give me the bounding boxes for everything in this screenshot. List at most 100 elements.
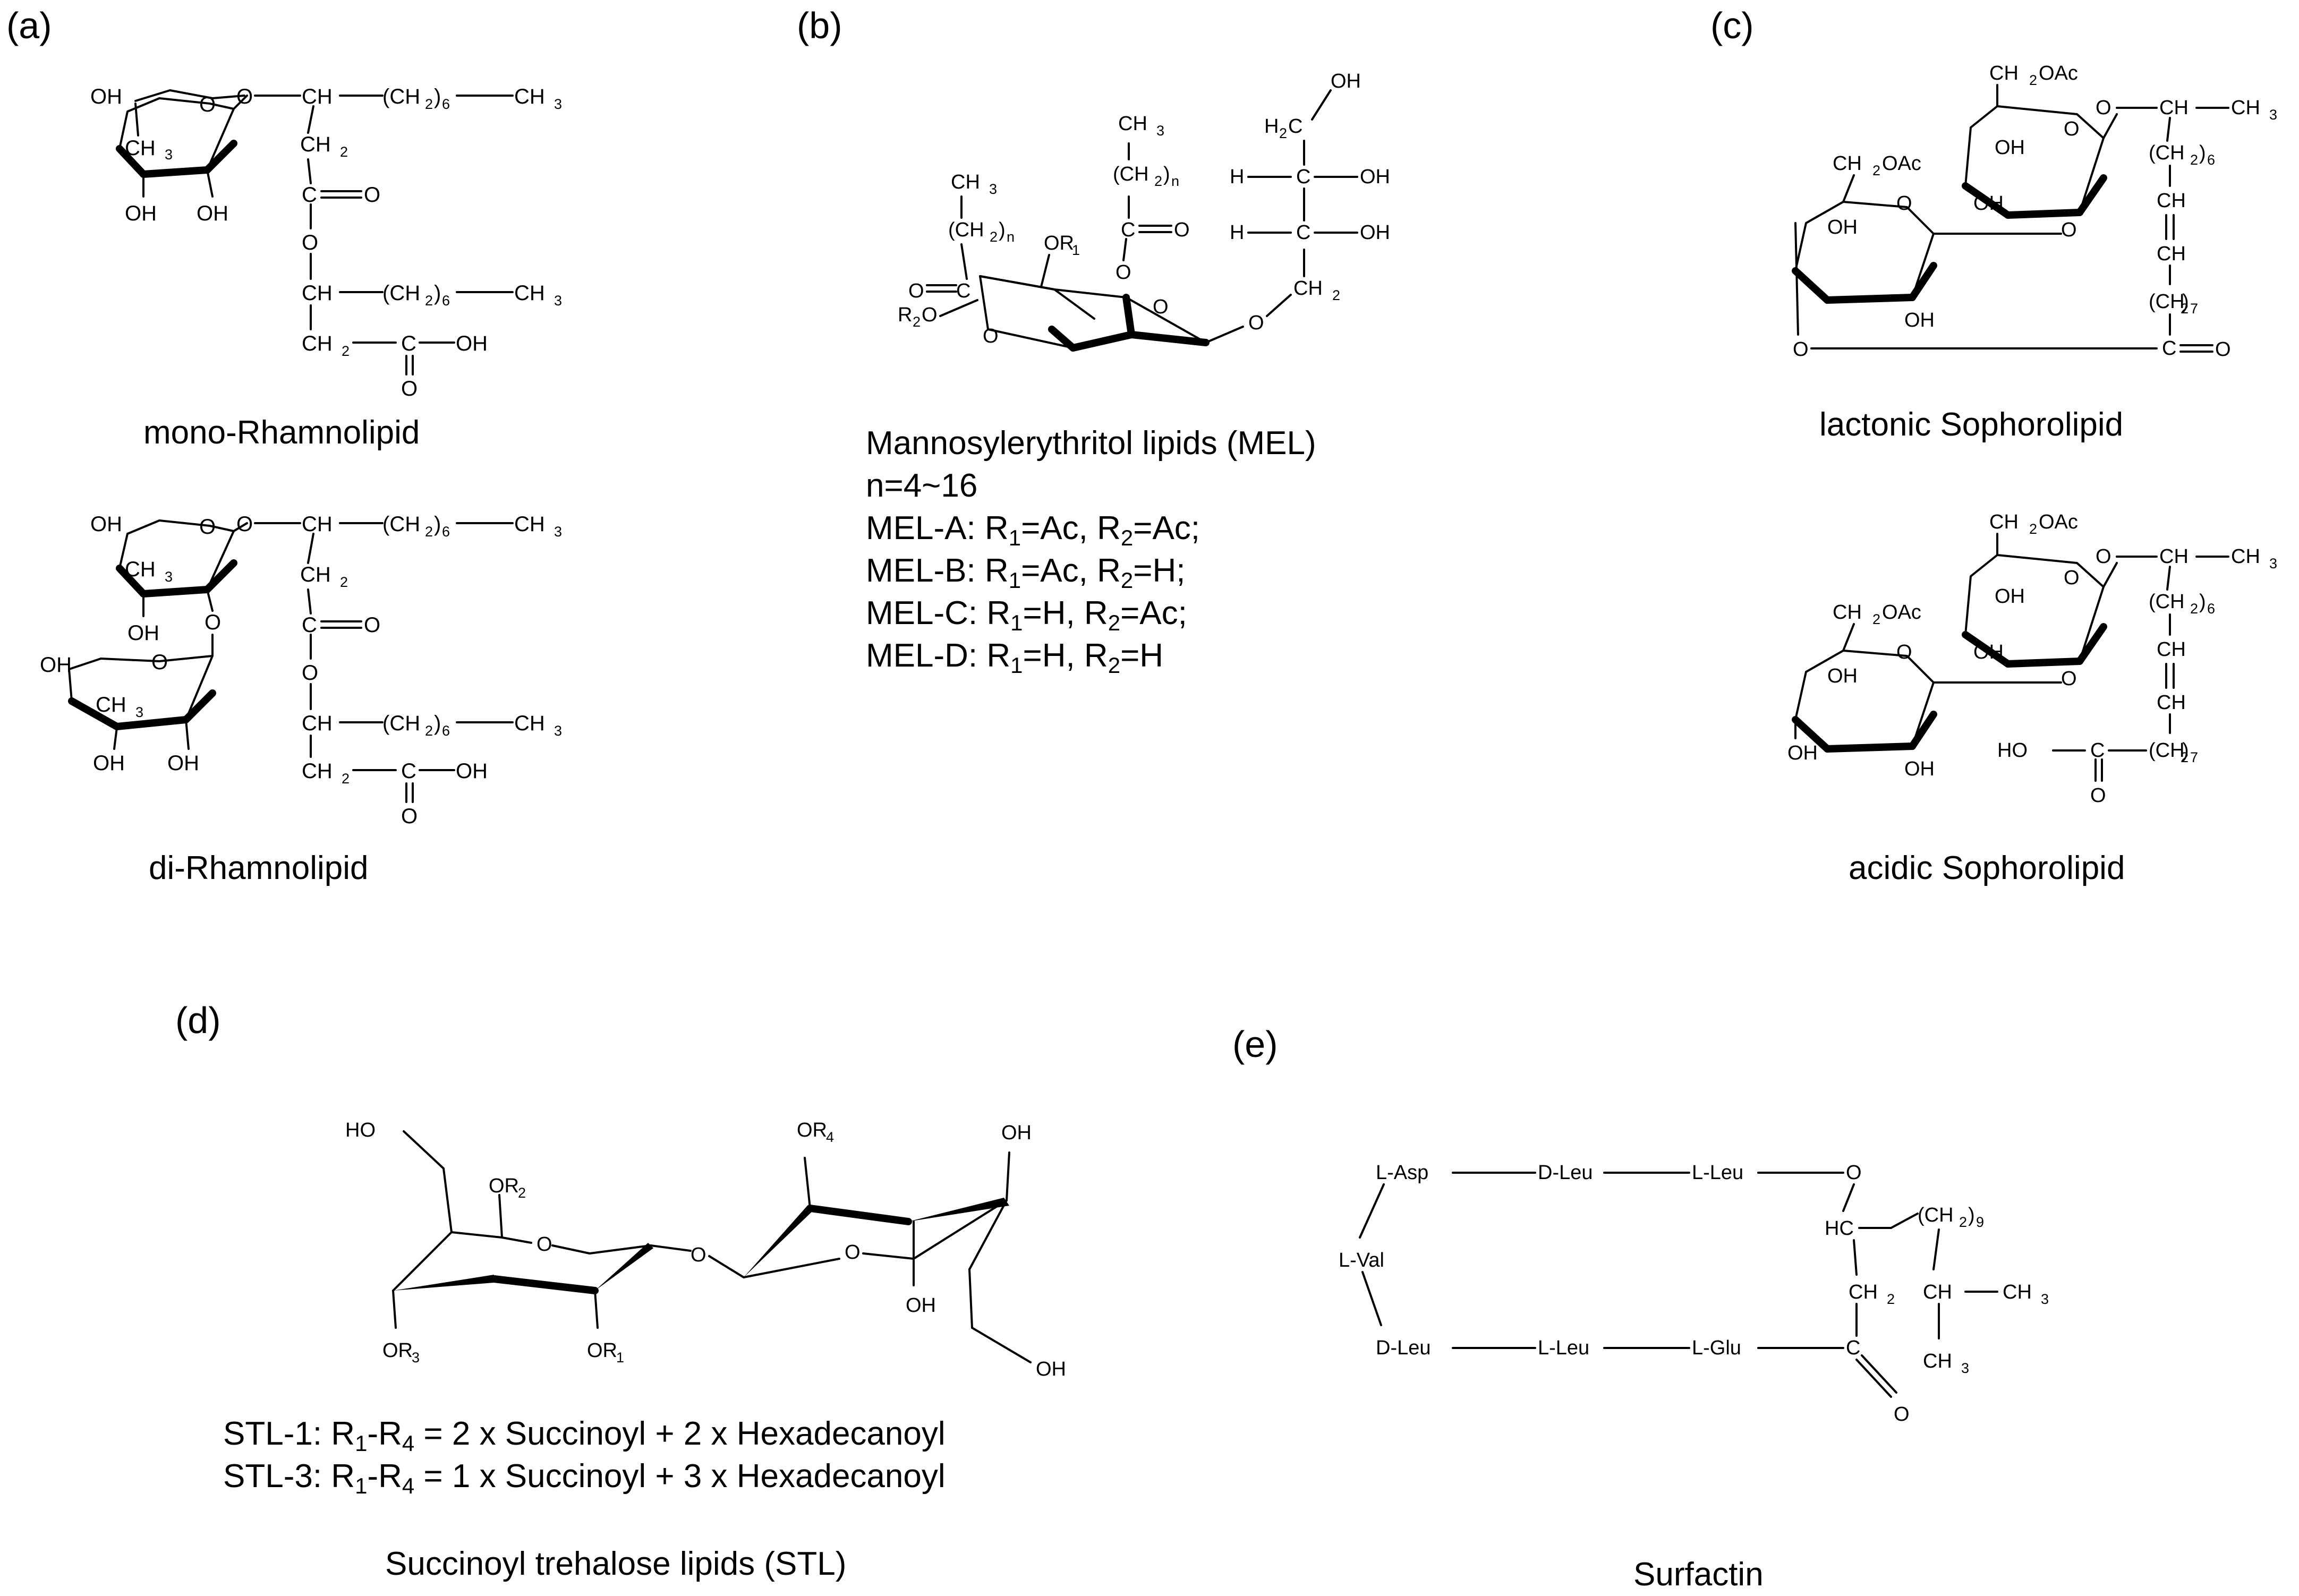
svg-text:O: O — [2215, 338, 2231, 361]
svg-text:C: C — [302, 613, 317, 637]
svg-text:H: H — [1230, 166, 1244, 188]
residue-l-leu-bot: L-Leu — [1538, 1337, 1589, 1359]
svg-text:3: 3 — [165, 147, 173, 163]
svg-text:CH: CH — [1923, 1350, 1952, 1372]
svg-text:O: O — [922, 304, 938, 326]
svg-text:2: 2 — [425, 723, 433, 739]
svg-text:OH: OH — [456, 759, 488, 783]
svg-text:C: C — [1296, 221, 1310, 244]
svg-text:): ) — [434, 513, 441, 536]
svg-text:C: C — [956, 280, 970, 302]
svg-text:CH: CH — [125, 136, 156, 160]
svg-text:OH: OH — [1995, 585, 2025, 608]
svg-text:OR: OR — [587, 1339, 617, 1362]
svg-text:O: O — [236, 85, 253, 108]
svg-text:CH: CH — [2003, 1281, 2032, 1303]
svg-text:O: O — [845, 1241, 861, 1264]
svg-text:(CH: (CH — [382, 281, 420, 305]
svg-text:H: H — [1264, 115, 1279, 138]
svg-text:OH: OH — [1360, 166, 1390, 188]
svg-text:(CH: (CH — [2149, 142, 2185, 164]
svg-text:HO: HO — [345, 1119, 376, 1141]
mel-a-line: MEL-A: R1=Ac, R2=Ac; — [866, 510, 1200, 550]
svg-text:CH: CH — [514, 281, 545, 305]
svg-text:3: 3 — [989, 181, 997, 197]
svg-text:(CH: (CH — [382, 513, 420, 536]
svg-text:O: O — [2061, 668, 2077, 690]
panel-a-label: (a) — [6, 5, 52, 46]
residue-d-leu-top: D-Leu — [1538, 1162, 1593, 1184]
svg-text:(CH: (CH — [1918, 1204, 1954, 1226]
svg-text:C: C — [1296, 166, 1310, 188]
svg-text:C: C — [1121, 219, 1135, 241]
svg-text:CH: CH — [2157, 190, 2186, 212]
svg-text:CH: CH — [96, 693, 126, 716]
svg-text:2: 2 — [518, 1185, 526, 1201]
svg-text:3: 3 — [554, 293, 562, 309]
svg-text:CH: CH — [1849, 1281, 1878, 1303]
svg-text:O: O — [205, 611, 221, 634]
svg-text:2: 2 — [2190, 601, 2198, 617]
svg-text:C: C — [1846, 1337, 1860, 1359]
svg-text:OH: OH — [90, 513, 122, 536]
svg-text:OH: OH — [127, 621, 159, 645]
svg-text:OR: OR — [489, 1175, 519, 1197]
svg-text:2: 2 — [342, 343, 350, 359]
svg-text:(CH: (CH — [1113, 163, 1149, 185]
svg-text:): ) — [1968, 1204, 1975, 1226]
svg-text:2: 2 — [1279, 125, 1287, 141]
svg-text:CH: CH — [1989, 511, 2019, 533]
svg-text:): ) — [434, 281, 441, 305]
svg-text:C: C — [302, 183, 317, 207]
svg-text:OH: OH — [1904, 758, 1935, 780]
mel-caption: Mannosylerythritol lipids (MEL) — [866, 425, 1316, 462]
svg-text:CH: CH — [300, 133, 331, 156]
svg-text:2: 2 — [1332, 287, 1340, 303]
svg-text:OH: OH — [1827, 665, 1858, 687]
svg-text:CH: CH — [1989, 62, 2019, 84]
svg-text:HO: HO — [1997, 739, 2028, 762]
svg-text:CH: CH — [2157, 692, 2186, 714]
svg-text:(CH: (CH — [2149, 291, 2185, 313]
svg-text:O: O — [302, 231, 318, 254]
svg-text:O: O — [2061, 219, 2077, 241]
svg-text:3: 3 — [554, 524, 562, 540]
svg-text:OH: OH — [1973, 192, 2004, 215]
svg-text:): ) — [2199, 142, 2206, 164]
svg-text:O: O — [983, 325, 999, 347]
svg-text:OH: OH — [167, 752, 199, 775]
svg-text:2: 2 — [2029, 521, 2037, 537]
svg-text:6: 6 — [442, 96, 450, 112]
svg-text:OR: OR — [382, 1339, 413, 1362]
svg-text:3: 3 — [135, 704, 143, 720]
svg-text:n: n — [1171, 173, 1179, 189]
svg-text:O: O — [1793, 338, 1809, 361]
svg-text:(CH: (CH — [2149, 591, 2185, 613]
svg-text:2: 2 — [340, 574, 348, 590]
svg-text:2: 2 — [1887, 1291, 1895, 1307]
svg-text:4: 4 — [826, 1129, 834, 1145]
svg-text:C: C — [401, 759, 416, 783]
svg-text:O: O — [1153, 296, 1169, 318]
di-rhamnolipid-caption: di-Rhamnolipid — [149, 850, 369, 886]
svg-text:HC: HC — [1825, 1217, 1854, 1240]
mel-variant-list: MEL-A: R1=Ac, R2=Ac; MEL-B: R1=Ac, R2=H;… — [866, 510, 1200, 678]
svg-text:OR: OR — [797, 1119, 827, 1141]
svg-text:CH: CH — [302, 759, 333, 783]
mel-b-line: MEL-B: R1=Ac, R2=H; — [866, 552, 1185, 593]
svg-text:O: O — [364, 183, 380, 207]
svg-text:6: 6 — [442, 293, 450, 309]
svg-text:2: 2 — [425, 96, 433, 112]
svg-text:3: 3 — [554, 96, 562, 112]
svg-text:3: 3 — [1156, 123, 1164, 139]
svg-text:(CH: (CH — [382, 85, 420, 108]
svg-text:O: O — [1896, 192, 1912, 215]
svg-text:H: H — [1230, 221, 1244, 244]
svg-text:OH: OH — [1827, 216, 1858, 238]
svg-text:CH: CH — [514, 513, 545, 536]
svg-text:7: 7 — [2190, 301, 2198, 317]
